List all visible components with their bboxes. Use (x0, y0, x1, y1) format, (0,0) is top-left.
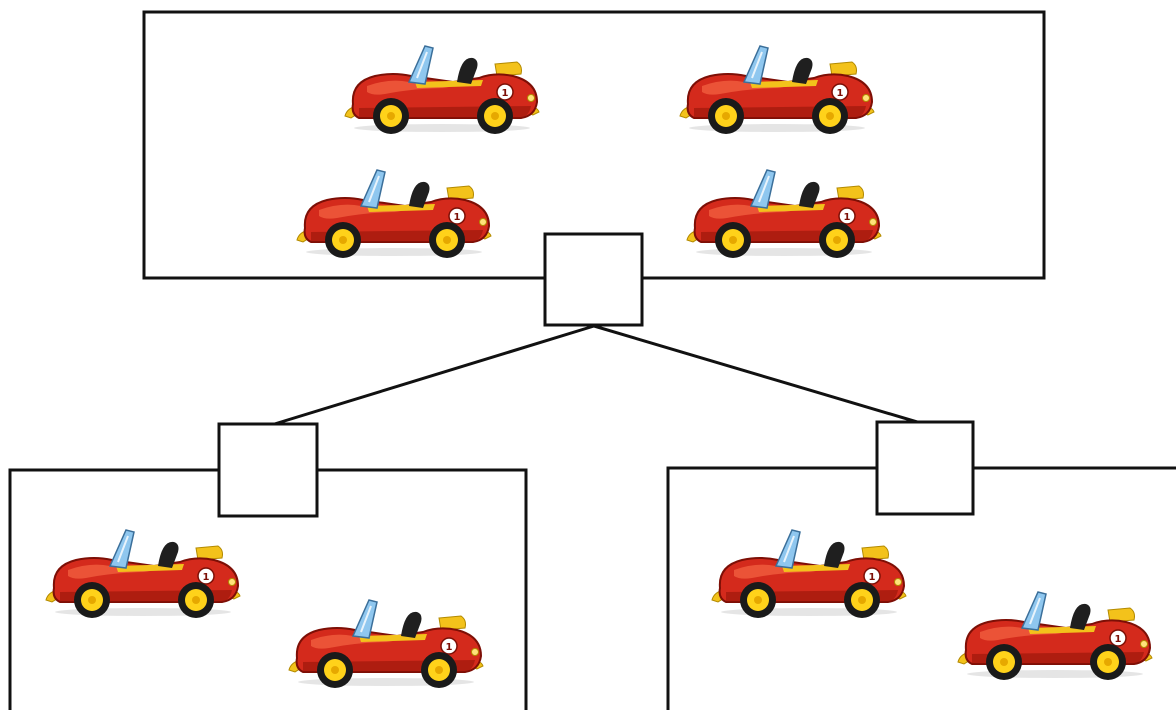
bond-line-right (593, 324, 925, 426)
car-icon (957, 591, 1153, 681)
car-icon (296, 169, 492, 259)
whole-answer-box[interactable] (543, 232, 644, 327)
right-part-answer-box[interactable] (875, 420, 975, 516)
car-icon (679, 45, 875, 135)
car-icon (711, 529, 907, 619)
car-icon (344, 45, 540, 135)
left-part-answer-box[interactable] (217, 422, 319, 518)
bond-line-left (267, 324, 595, 428)
car-icon (686, 169, 882, 259)
car-icon (288, 599, 484, 689)
car-icon (45, 529, 241, 619)
